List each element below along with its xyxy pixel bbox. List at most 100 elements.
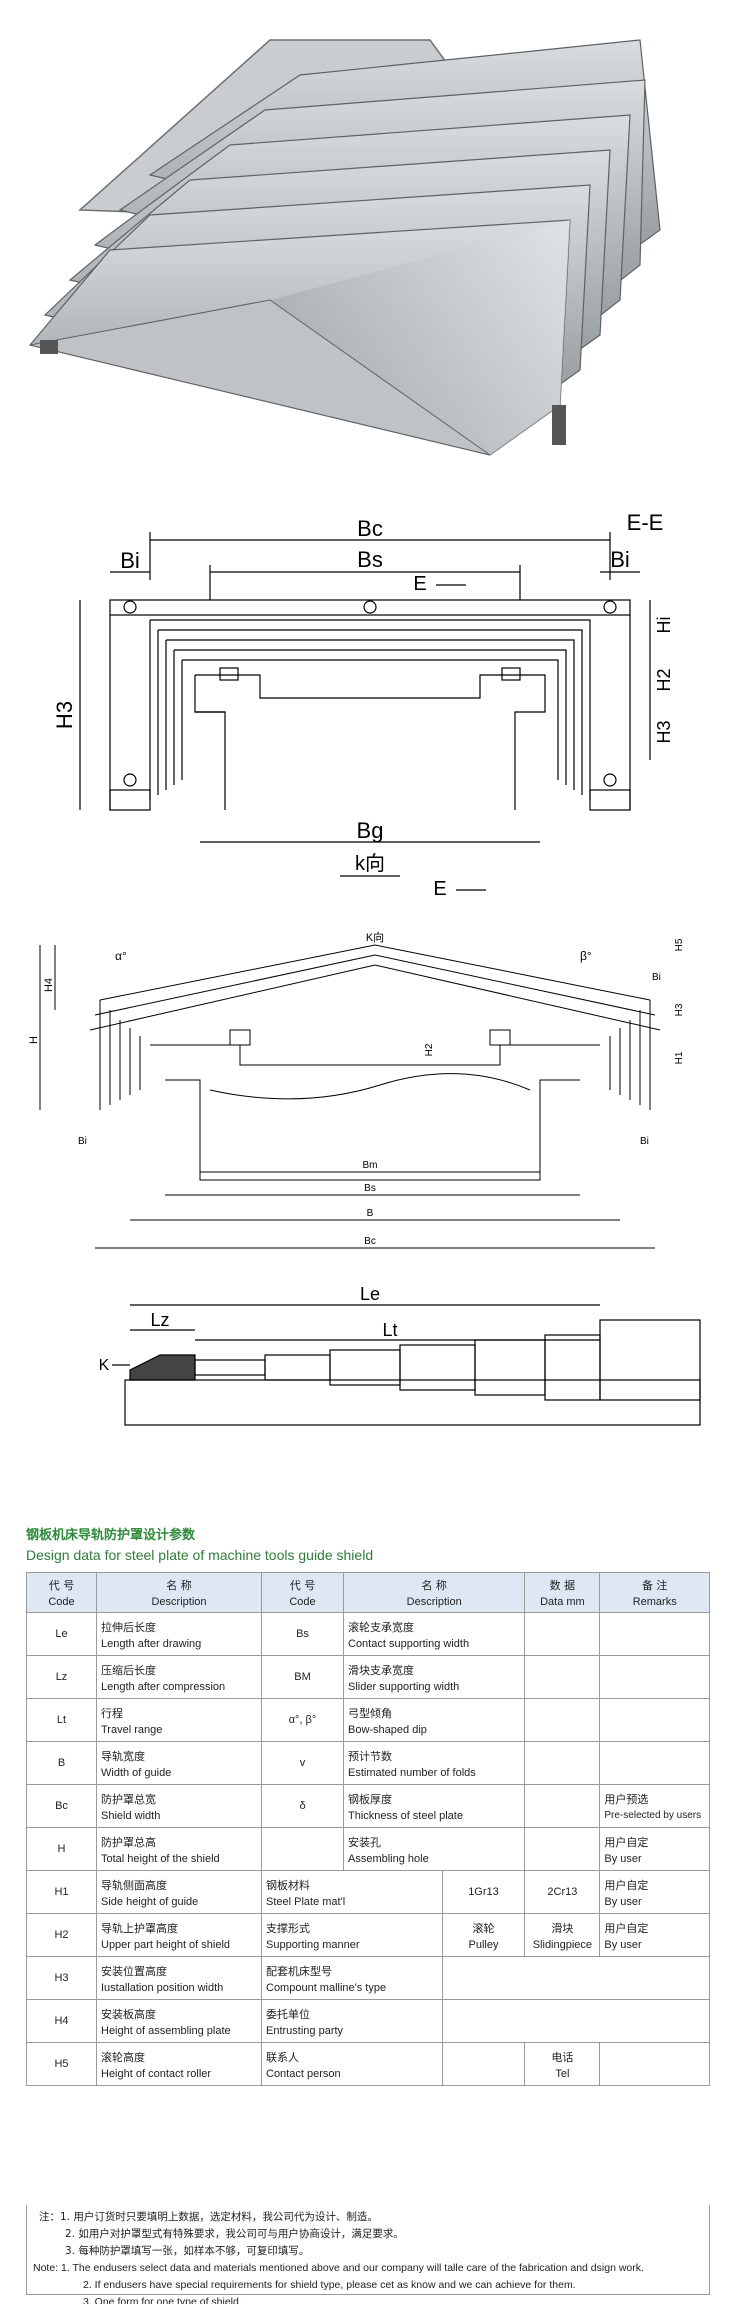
notes-box: 注：1. 用户订货时只要填明上数据，选定材料，我公司代为设计、制造。 2. 如用… (26, 2205, 710, 2304)
dim-h: H (28, 1036, 40, 1044)
dim-h2: H2 (424, 1043, 435, 1056)
row-code: H5 (26, 2042, 97, 2086)
row-code-2: BM (261, 1655, 344, 1699)
material-option-1gr13[interactable]: 1Gr13 (441, 1870, 526, 1914)
row-code-2: α°, β° (261, 1698, 344, 1742)
dim-b: B (367, 1208, 374, 1219)
note-zh-1: 注：1. 用户订货时只要填明上数据，选定材料，我公司代为设计、制造。 (39, 2211, 378, 2223)
machine-type-field[interactable] (441, 1956, 711, 2000)
dim-lt: Lt (382, 1320, 397, 1340)
view-k: K (99, 1357, 110, 1374)
row-value[interactable] (524, 1784, 601, 1828)
dim-bi-top: Bi (652, 972, 661, 983)
row-code-2: v (261, 1741, 344, 1785)
side-view-drawing: Le Lz Lt K (99, 1284, 701, 1426)
dim-bc: Bc (364, 1236, 376, 1247)
dim-h2: H2 (654, 668, 674, 691)
tel-field[interactable] (599, 2042, 710, 2086)
dim-h1: H1 (674, 1051, 685, 1064)
section-title: 钢板机床导轨防护罩设计参数 Design data for steel plat… (26, 1524, 373, 1563)
dim-bi-right: Bi (640, 1136, 649, 1147)
dim-bs: Bs (364, 1183, 376, 1194)
row-value[interactable] (524, 1698, 601, 1742)
section-e-bottom: E (433, 878, 446, 900)
row-code: H1 (26, 1870, 97, 1914)
angle-alpha: α° (115, 949, 127, 963)
entrusting-party-field[interactable] (441, 1999, 711, 2043)
row-remark (599, 1698, 710, 1742)
row-value[interactable] (524, 1655, 601, 1699)
dim-hi: Hi (654, 617, 674, 634)
note-zh-3: 3. 每种防护罩填写一张，如样本不够，可复印填写。 (65, 2245, 310, 2257)
angle-beta: β° (580, 949, 592, 963)
note-en-2: 2. If endusers have special requirements… (83, 2279, 576, 2291)
dim-bc: Bc (357, 516, 383, 541)
row-code: H2 (26, 1913, 97, 1957)
dim-h3-right: H3 (654, 720, 674, 743)
dim-h3-left: H3 (52, 701, 77, 729)
dim-bi-left: Bi (78, 1136, 87, 1147)
dim-bg: Bg (357, 818, 384, 843)
contact-person-field[interactable] (441, 2042, 526, 2086)
dim-h5: H5 (674, 938, 685, 951)
row-code-2: Bs (261, 1612, 344, 1656)
k-direction: K向 (366, 930, 384, 944)
section-ee: E-E (627, 510, 664, 535)
view-k: k向 (355, 852, 385, 875)
row-code: H4 (26, 1999, 97, 2043)
material-option-2cr13[interactable]: 2Cr13 (524, 1870, 601, 1914)
section-title-zh: 钢板机床导轨防护罩设计参数 (26, 1528, 196, 1543)
dim-bs: Bs (357, 547, 383, 572)
note-zh-2: 2. 如用户对护罩型式有特殊要求，我公司可与用户协商设计，满足要求。 (65, 2228, 404, 2240)
row-value[interactable] (524, 1741, 601, 1785)
row-remark (599, 1741, 710, 1785)
row-code: H3 (26, 1956, 97, 2000)
row-remark (599, 1612, 710, 1656)
row-value[interactable] (524, 1827, 601, 1871)
bow-shaped-section-drawing: K向 α° β° H4 H H5 Bi H3 H2 H1 Bi Bi Bm Bs… (28, 930, 685, 1249)
dim-lz: Lz (150, 1310, 169, 1330)
row-code: H (26, 1827, 97, 1871)
row-remark (599, 1655, 710, 1699)
row-value[interactable] (524, 1612, 601, 1656)
row-code-2 (261, 1827, 344, 1871)
note-en-1: Note: 1. The endusers select data and ma… (33, 2262, 644, 2274)
